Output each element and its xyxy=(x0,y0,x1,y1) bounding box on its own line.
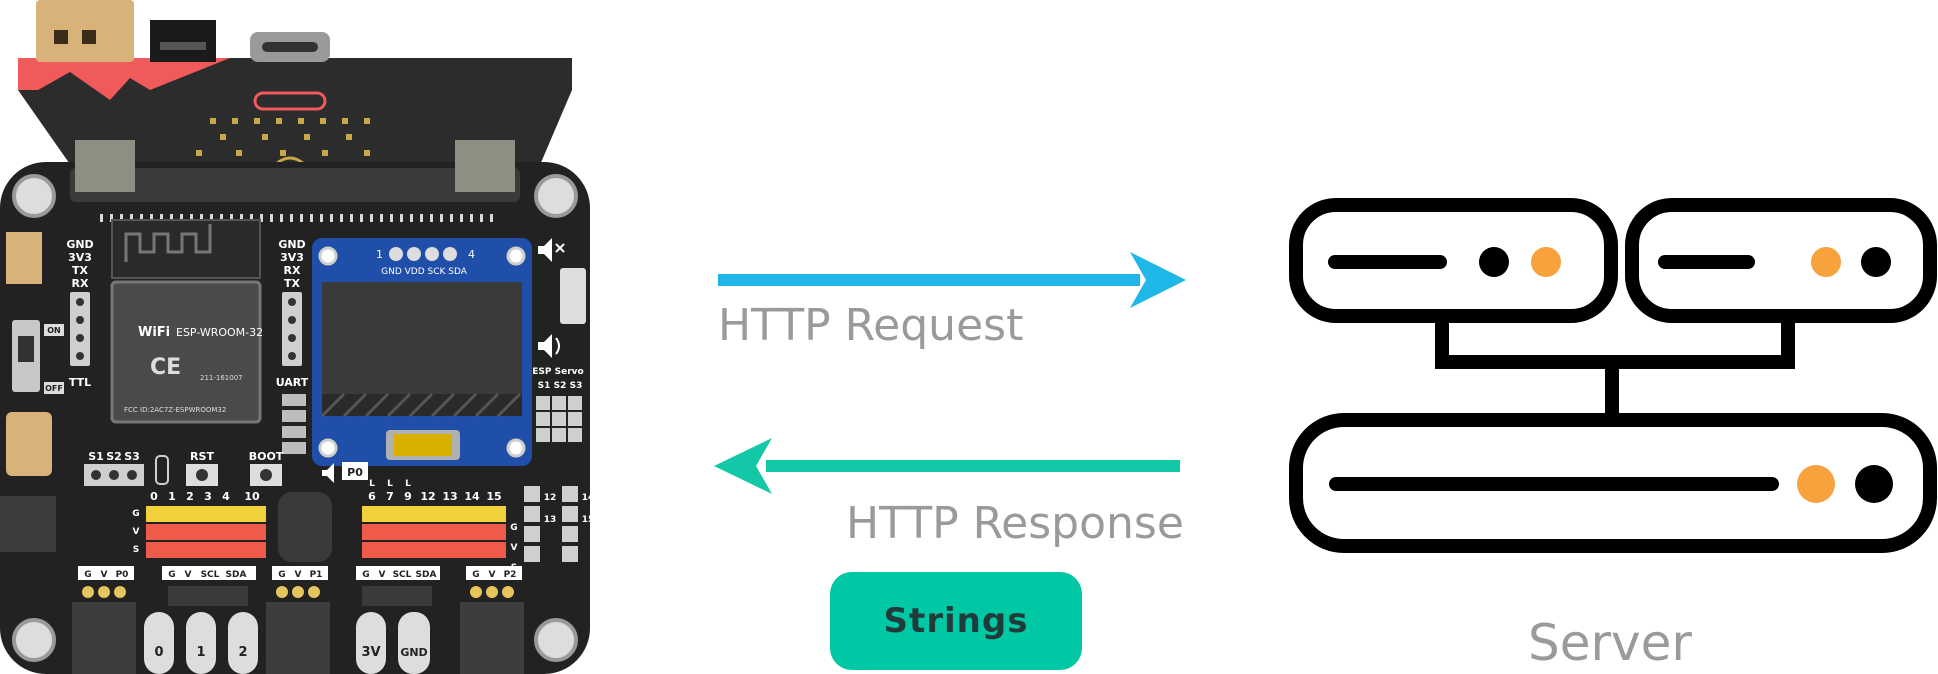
edge-tab-3v: 3V xyxy=(361,645,380,660)
expansion-board-illustration: ON OFF GND 3V3 TX RX TTL GND 3V3 RX TX U… xyxy=(0,0,594,674)
module-ce: CE xyxy=(150,355,181,380)
pin-left-3v3: 3V3 xyxy=(68,251,92,264)
oled-pin-labels: GND VDD SCK SDA xyxy=(381,267,468,277)
edge-tab-1: 1 xyxy=(196,645,205,660)
ttl-label: TTL xyxy=(69,376,91,389)
right-pin-12: 12 xyxy=(420,490,435,503)
arrow-left-icon xyxy=(714,438,1180,494)
right-pin-7: 7 xyxy=(386,490,394,503)
bottom-g-d: G xyxy=(362,570,369,580)
server-rack-icon xyxy=(1289,198,1937,553)
left-pin-1: 1 xyxy=(168,490,176,503)
top-connectors xyxy=(36,0,330,62)
arrow-right-icon xyxy=(718,252,1186,308)
switch-off-label: OFF xyxy=(45,384,63,393)
module-code: 211-161007 xyxy=(200,374,243,382)
bottom-g-c: G xyxy=(278,570,285,580)
right-pin-6: 6 xyxy=(368,490,376,503)
pin-right-rx: RX xyxy=(284,264,301,277)
speaker-mute-icon xyxy=(538,238,565,262)
bottom-scl-a: SCL xyxy=(201,570,220,580)
right-l-mark-1: L xyxy=(369,479,375,489)
pin-left-tx: TX xyxy=(72,264,89,277)
uart-label: UART xyxy=(276,376,309,389)
speaker-icon xyxy=(538,334,560,358)
left-pin-0: 0 xyxy=(150,490,158,503)
left-pin-4: 4 xyxy=(222,490,230,503)
button-label-s2: S2 xyxy=(106,450,122,463)
bottom-scl-b: SCL xyxy=(393,570,412,580)
rst-label: RST xyxy=(190,450,214,463)
bottom-sda-b: SDA xyxy=(416,570,437,580)
right-pin-13: 13 xyxy=(442,490,457,503)
right-pin-14: 14 xyxy=(464,490,480,503)
edge-tab-2: 2 xyxy=(238,645,247,660)
boot-label: BOOT xyxy=(249,450,284,463)
side-number-14: 14 xyxy=(582,493,595,503)
http-response-label: HTTP Response xyxy=(846,498,1184,549)
left-row-v: V xyxy=(133,527,140,537)
right-pin-9: 9 xyxy=(404,490,412,503)
switch-on-label: ON xyxy=(47,326,61,335)
bottom-g-e: G xyxy=(472,570,479,580)
bottom-v-a: V xyxy=(101,570,108,580)
bottom-p1: P1 xyxy=(310,570,323,580)
p0-tag: P0 xyxy=(347,466,363,479)
servo-pin-s2: S2 xyxy=(554,381,567,391)
esp32-module: WiFi ESP-WROOM-32 CE 211-161007 FCC ID:2… xyxy=(110,219,263,424)
pin-left-rx: RX xyxy=(72,277,89,290)
side-number-12: 12 xyxy=(544,493,557,503)
oled-display: 1 4 GND VDD SCK SDA xyxy=(312,238,532,466)
oled-pin-first: 1 xyxy=(376,248,383,261)
right-row-v: V xyxy=(511,543,518,553)
oled-pin-last: 4 xyxy=(468,248,475,261)
servo-pin-s3: S3 xyxy=(570,381,583,391)
esp-servo-label: ESP Servo xyxy=(532,367,583,377)
servo-pin-s1: S1 xyxy=(538,381,551,391)
pin-right-3v3: 3V3 xyxy=(280,251,304,264)
edge-tab-gnd: GND xyxy=(400,646,427,659)
edge-tab-0: 0 xyxy=(154,645,163,660)
pin-right-tx: TX xyxy=(284,277,301,290)
bottom-g-a: G xyxy=(84,570,91,580)
right-l-mark-2: L xyxy=(387,479,393,489)
bottom-v-e: V xyxy=(489,570,496,580)
bottom-v-c: V xyxy=(295,570,302,580)
side-number-15: 15 xyxy=(582,515,595,525)
button-label-s3: S3 xyxy=(124,450,140,463)
pin-right-gnd: GND xyxy=(278,238,305,251)
side-number-13: 13 xyxy=(544,515,557,525)
right-row-g: G xyxy=(510,523,517,533)
bottom-v-d: V xyxy=(379,570,386,580)
pin-left-gnd: GND xyxy=(66,238,93,251)
left-pin-3: 3 xyxy=(204,490,212,503)
http-request-label: HTTP Request xyxy=(718,300,1024,351)
module-fcc: FCC ID:2AC7Z-ESPWROOM32 xyxy=(124,406,226,414)
bottom-p2: P2 xyxy=(504,570,517,580)
right-pin-15: 15 xyxy=(486,490,501,503)
mounting-holes xyxy=(12,174,578,662)
bottom-v-b: V xyxy=(185,570,192,580)
right-l-mark-3: L xyxy=(405,479,411,489)
bottom-g-b: G xyxy=(168,570,175,580)
left-pin-10: 10 xyxy=(244,490,260,503)
strings-button[interactable]: Strings xyxy=(830,572,1082,670)
left-row-g: G xyxy=(132,509,139,519)
bottom-p0: P0 xyxy=(116,570,129,580)
server-label: Server xyxy=(1528,614,1692,672)
module-brand: WiFi xyxy=(138,325,170,340)
left-pin-2: 2 xyxy=(186,490,194,503)
left-row-s: S xyxy=(133,545,139,555)
module-name: ESP-WROOM-32 xyxy=(176,326,263,339)
button-label-s1: S1 xyxy=(88,450,104,463)
bottom-sda-a: SDA xyxy=(226,570,247,580)
